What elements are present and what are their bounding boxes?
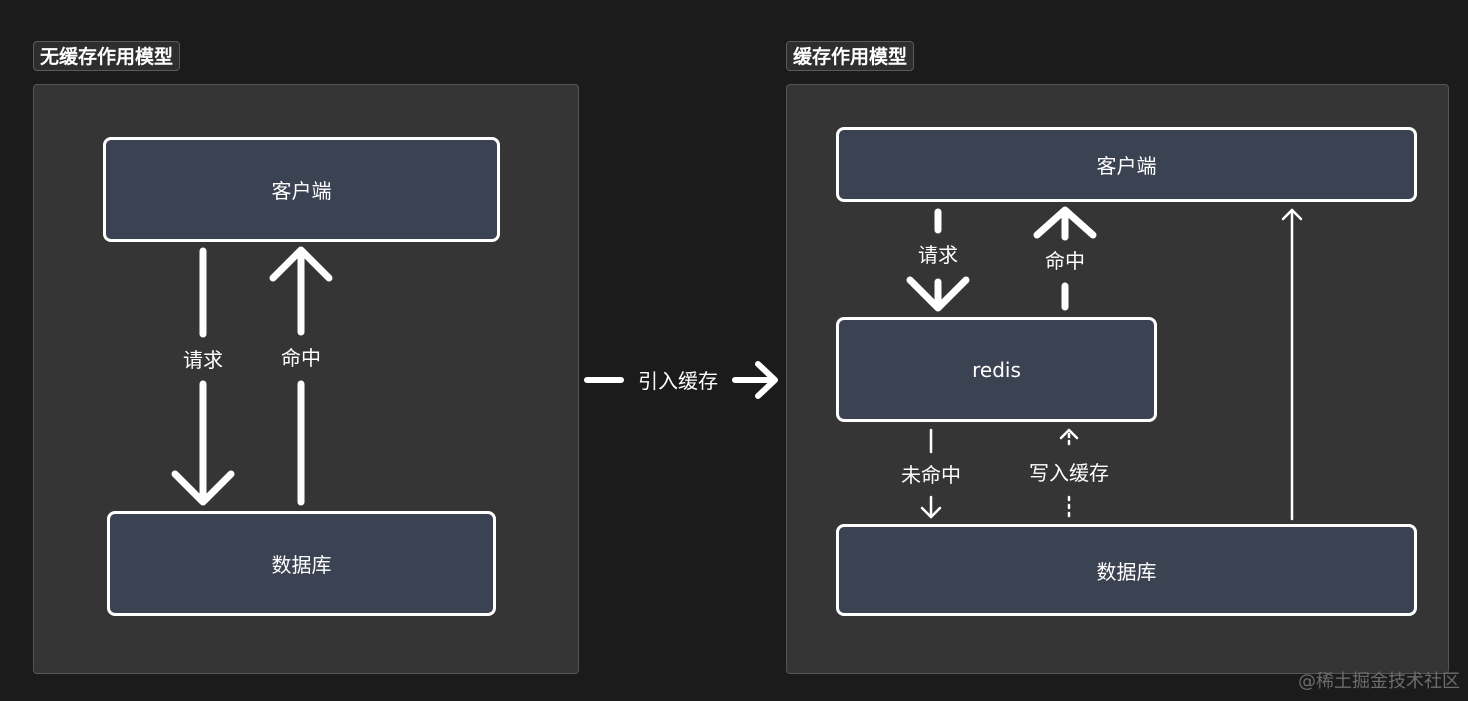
right-client-node: 客户端 bbox=[836, 127, 1417, 202]
left-client-node: 客户端 bbox=[103, 137, 500, 242]
left-client-label: 客户端 bbox=[271, 179, 332, 203]
transition-label: 引入缓存 bbox=[638, 369, 718, 393]
write-cache-label: 写入缓存 bbox=[1029, 461, 1109, 485]
right-frame-title: 缓存作用模型 bbox=[786, 41, 915, 71]
right-database-label: 数据库 bbox=[1096, 559, 1157, 584]
left-frame-title: 无缓存作用模型 bbox=[33, 41, 181, 71]
redis-label: redis bbox=[972, 357, 1021, 382]
left-database-node: 数据库 bbox=[107, 511, 496, 616]
left-request-label: 请求 bbox=[183, 348, 223, 372]
right-hit-label: 命中 bbox=[1045, 249, 1085, 273]
watermark: @稀土掘金技术社区 bbox=[1298, 671, 1460, 692]
right-client-label: 客户端 bbox=[1096, 154, 1157, 178]
left-hit-label: 命中 bbox=[281, 346, 321, 370]
right-database-node: 数据库 bbox=[836, 524, 1417, 616]
miss-label: 未命中 bbox=[901, 463, 961, 487]
redis-node: redis bbox=[836, 317, 1157, 422]
right-request-label: 请求 bbox=[918, 243, 958, 267]
left-database-label: 数据库 bbox=[271, 553, 332, 577]
